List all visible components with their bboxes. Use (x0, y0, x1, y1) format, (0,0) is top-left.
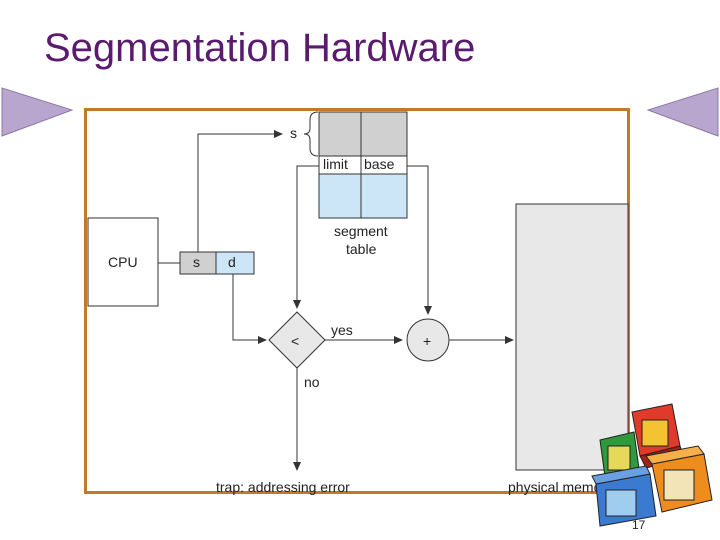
no-label: no (304, 374, 320, 390)
page-number: 17 (632, 518, 646, 532)
segment-table-top-right (360, 111, 408, 157)
compare-symbol: < (291, 333, 299, 349)
trap-label: trap: addressing error (216, 479, 350, 495)
address-d-cell (215, 251, 255, 275)
toy-blocks-clipart (591, 403, 713, 527)
base-to-adder-line (407, 165, 432, 315)
segment-table-label-line1: segment (334, 223, 388, 239)
segment-table-label-line2: table (346, 241, 377, 257)
cpu-label: CPU (108, 254, 138, 270)
physical-memory-box (515, 203, 629, 471)
address-d-label: d (228, 254, 236, 270)
next-slide-arrow[interactable] (646, 87, 719, 137)
segment-table-bottom-left (318, 173, 362, 219)
segment-index-label: s (290, 125, 297, 141)
d-to-compare-line (232, 274, 267, 344)
s-to-table-line (197, 130, 283, 252)
slide-title: Segmentation Hardware (44, 26, 476, 70)
prev-slide-arrow[interactable] (1, 87, 74, 137)
limit-to-compare-line (293, 165, 319, 309)
segment-table-top-left (318, 111, 362, 157)
segment-brace (303, 111, 319, 157)
cpu-box (87, 217, 159, 307)
physical-memory-label: physical memory (508, 479, 613, 495)
adder-symbol: + (423, 333, 431, 349)
yes-label: yes (331, 322, 353, 338)
base-label: base (364, 156, 395, 172)
limit-label: limit (323, 156, 348, 172)
segment-table-bottom-right (360, 173, 408, 219)
address-s-label: s (193, 254, 200, 270)
